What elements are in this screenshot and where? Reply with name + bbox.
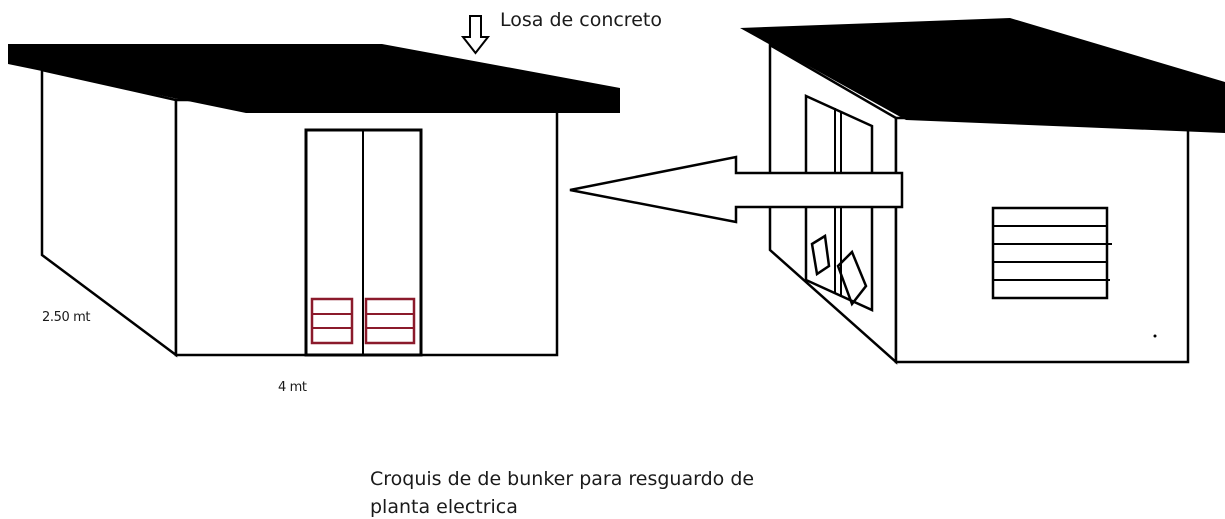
side-louver-window [991,206,1112,300]
bunker-front-view [8,44,620,358]
width-dimension-label: 4 mt [278,380,307,395]
concrete-roof-slab-left [8,44,620,113]
perspective-door [804,94,874,312]
caption: Croquis de de bunker para resguardo de p… [370,465,754,519]
door-vent-left [310,297,354,345]
view-transfer-arrow [569,155,904,224]
door-vent-right [364,297,416,345]
caption-line-1: Croquis de de bunker para resguardo de [370,468,755,490]
depth-dimension-label: 2.50 mt [42,310,91,325]
caption-line-2: planta electrica [370,496,518,518]
perspective-door-vent-left [810,233,831,277]
roof-slab-label: Losa de concreto [500,9,662,31]
perspective-door-vent-right [836,249,868,307]
stray-dot [1153,334,1157,338]
concrete-roof-slab-right [740,18,1225,133]
roof-pointer-arrow [460,15,491,55]
